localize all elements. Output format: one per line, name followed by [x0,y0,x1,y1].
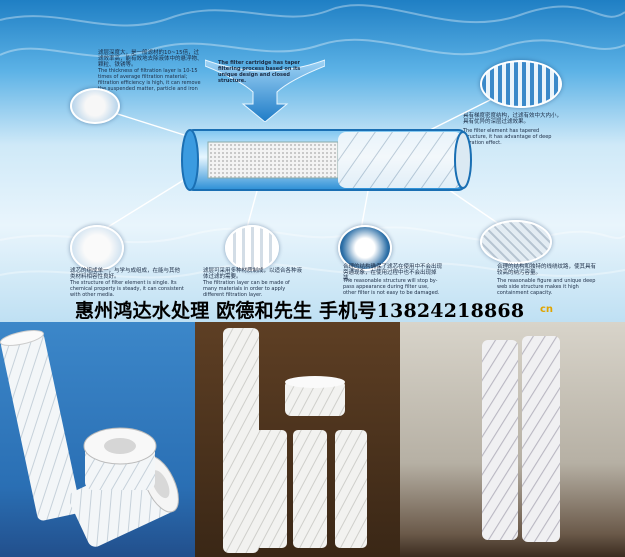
cartridge-group-photo [223,328,367,553]
bottom-note-2-cn: 滤层可采用多种材质制成，以适合各种液体过滤的需要。 [203,268,303,280]
watermark-text: cn [540,304,554,315]
contact-headline: 惠州鸿达水处理 欧德和先生 手机号13824218868 [75,300,525,322]
bottom-note-4-en: The reasonable figure and unique deep we… [497,278,596,296]
left-note-cn: 滤层深度大，是一般滤材的10~15倍，过滤效率高，能有效地去除液体中的悬浮物、颗… [98,50,203,68]
top-center-note: The filter cartridge has taper filtering… [218,60,301,84]
bubble-filter-roll-2 [225,225,279,271]
string-wound-cartridges-photo [0,330,179,547]
photo-light-background [400,322,625,557]
right-note-cn: 具有梯度密度结构，过滤有效中大内小，具有优异的深层过滤效果。 [463,113,563,125]
photo-dark-background [195,322,400,557]
funnel-arrow-graphic [205,59,325,122]
bubble-filter-roll-1 [70,225,124,271]
cartridge-cross-section [181,129,472,191]
bubble-cartridge-image [70,88,120,124]
photo-blue-background [0,322,195,557]
bottom-note-2-en: The filtration layer can be made of many… [203,280,290,298]
bottom-note-3-en: The reasonable structure will stop by-pa… [343,278,440,296]
bubble-winding-closeup [480,220,552,264]
bottom-note-3-cn: 合理的结构确保了滤芯在使用中不会出现旁通现象，在使用过程中也不会出现掉落。 [343,264,443,282]
bottom-note-1-cn: 滤芯的组成单一，与学与成组成，在能与其他类材料相容性良好。 [70,268,181,280]
bubble-pleat-image [480,60,562,108]
product-banner: The filter cartridge has taper filtering… [0,0,625,322]
bottom-note-4-cn: 合理的结构和独特的线绕纹路，使其具有较高的纳污容量。 [497,264,597,276]
tall-cartridges-photo [482,336,560,542]
right-note-en: The filter element has tapered structure… [463,128,552,146]
bottom-note-1-en: The structure of filter element is singl… [70,280,184,298]
bubble-filter-roll-3 [338,225,392,271]
